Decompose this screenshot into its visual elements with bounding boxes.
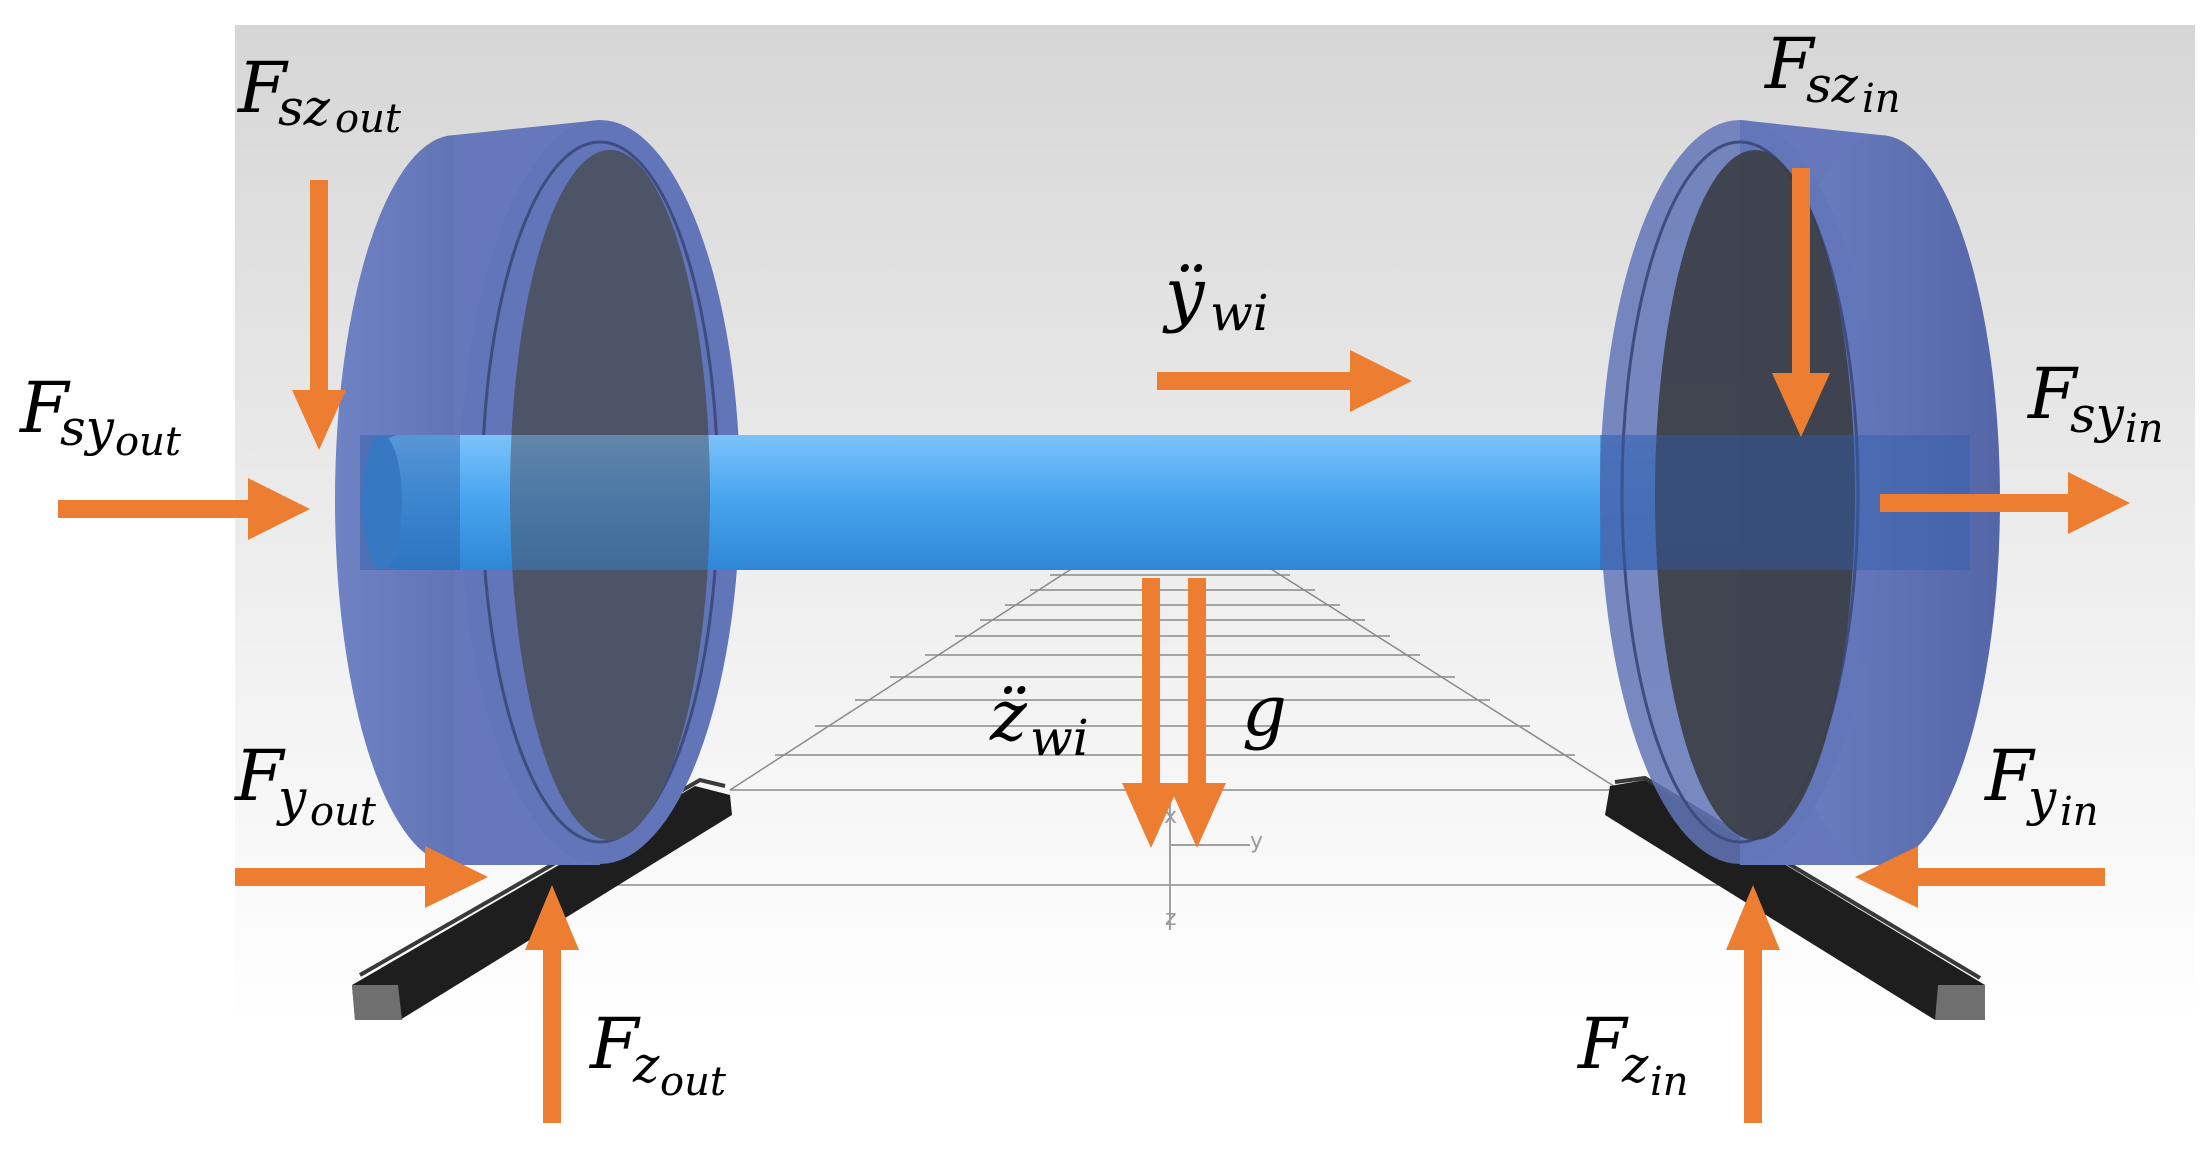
arrow-fy-in bbox=[1855, 846, 2105, 908]
svg-text:F: F bbox=[2026, 353, 2079, 435]
svg-text:sz: sz bbox=[278, 79, 331, 137]
label-z-ddot: z̈ wi bbox=[989, 675, 1089, 767]
arrow-y-ddot bbox=[1157, 350, 1412, 412]
svg-text:in: in bbox=[1862, 76, 1901, 122]
svg-text:out: out bbox=[310, 789, 377, 835]
arrow-fsz-in bbox=[1772, 168, 1830, 437]
coordinate-axes bbox=[1169, 800, 1250, 930]
label-fy-out: F y out bbox=[233, 735, 377, 835]
svg-text:in: in bbox=[1650, 1059, 1689, 1105]
label-fy-in: F y in bbox=[1983, 735, 2099, 835]
label-gravity: g bbox=[1242, 670, 1287, 752]
svg-text:F: F bbox=[18, 367, 71, 449]
svg-text:in: in bbox=[2125, 406, 2164, 452]
arrow-gravity bbox=[1168, 578, 1226, 848]
svg-text:F: F bbox=[233, 735, 286, 817]
svg-text:ÿ: ÿ bbox=[1162, 253, 1206, 335]
svg-text:y: y bbox=[2026, 769, 2057, 827]
svg-text:sy: sy bbox=[2070, 386, 2125, 444]
svg-text:F: F bbox=[1576, 1003, 1629, 1085]
arrow-fz-in bbox=[1726, 885, 1780, 1123]
arrow-fz-out bbox=[525, 885, 579, 1123]
arrow-fsy-out bbox=[58, 478, 310, 540]
svg-text:out: out bbox=[660, 1059, 727, 1105]
label-fsy-in: F sy in bbox=[2026, 353, 2164, 452]
svg-text:wi: wi bbox=[1210, 284, 1269, 342]
svg-text:out: out bbox=[335, 96, 402, 142]
label-fsz-out: F sz out bbox=[236, 47, 402, 142]
label-fsz-in: F sz in bbox=[1763, 23, 1901, 122]
svg-text:z: z bbox=[1621, 1036, 1649, 1094]
label-fsy-out: F sy out bbox=[18, 367, 182, 465]
svg-text:z̈: z̈ bbox=[989, 675, 1028, 757]
label-y-ddot: ÿ wi bbox=[1162, 253, 1269, 342]
svg-text:g: g bbox=[1242, 670, 1287, 752]
label-fz-in: F z in bbox=[1576, 1003, 1689, 1105]
svg-text:y: y bbox=[276, 769, 307, 827]
svg-text:in: in bbox=[2060, 789, 2099, 835]
label-fz-out: F z out bbox=[588, 1003, 727, 1105]
svg-text:F: F bbox=[1763, 23, 1816, 105]
svg-text:F: F bbox=[236, 47, 289, 129]
svg-text:wi: wi bbox=[1030, 709, 1089, 767]
arrow-fsz-out bbox=[292, 180, 346, 450]
force-arrows bbox=[58, 168, 2130, 1123]
svg-text:z: z bbox=[632, 1036, 660, 1094]
svg-text:sz: sz bbox=[1806, 56, 1859, 114]
svg-text:out: out bbox=[115, 419, 182, 465]
arrow-z-ddot bbox=[1122, 578, 1180, 848]
svg-text:F: F bbox=[588, 1003, 641, 1085]
axis-y-label: y bbox=[1250, 829, 1263, 854]
right-wheel bbox=[1600, 120, 2000, 865]
svg-text:sy: sy bbox=[60, 399, 115, 457]
axis-z-label: z bbox=[1165, 906, 1177, 931]
arrow-fsy-in bbox=[1880, 472, 2130, 534]
arrow-fy-out bbox=[235, 846, 488, 908]
svg-text:F: F bbox=[1983, 735, 2036, 817]
